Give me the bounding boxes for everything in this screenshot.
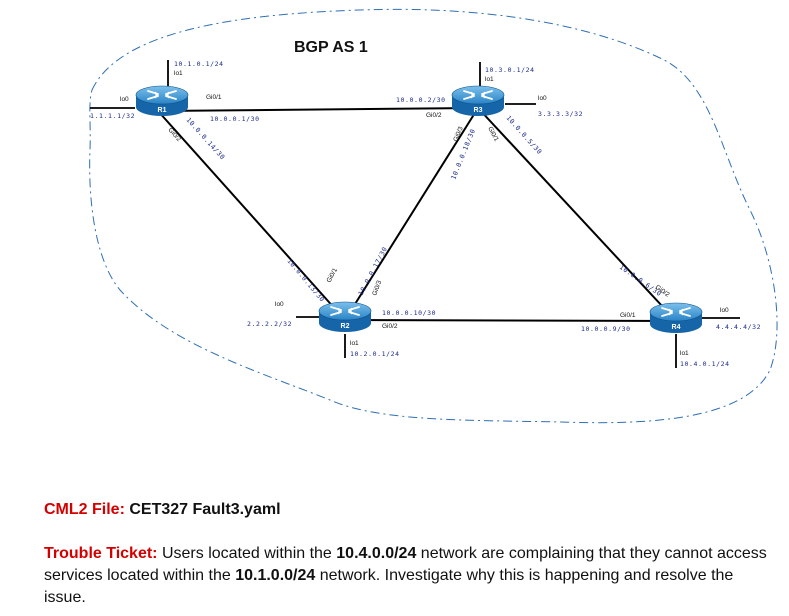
r1-gi01-ip: 10.0.0.1/30	[210, 115, 260, 123]
r3-lo0-label: lo0	[538, 95, 547, 102]
r2-gi02-label: Gi0/2	[382, 323, 398, 330]
r3-gi02-ip: 10.0.0.2/30	[396, 96, 446, 104]
r3-lo0-ip: 3.3.3.3/32	[538, 110, 583, 118]
link-r2-r4	[344, 319, 677, 322]
router-r4-name: R4	[672, 324, 681, 331]
ticket-network-2: 10.1.0.0/24	[235, 567, 316, 584]
r2-lo0-ip: 2.2.2.2/32	[247, 320, 292, 328]
link-r1-r3	[157, 107, 479, 112]
r2-lo1-ip: 10.2.0.1/24	[350, 350, 400, 358]
router-r4: R4	[649, 302, 703, 334]
ticket-network-1: 10.4.0.0/24	[336, 545, 417, 562]
r2-gi01-ip: 10.0.0.13/30	[285, 257, 326, 304]
r3-gi02-label: Gi0/2	[426, 112, 442, 119]
r1-lo1-ip: 10.1.0.1/24	[174, 60, 224, 68]
r1-lo1-label: lo1	[174, 70, 183, 77]
diagram-title: BGP AS 1	[294, 39, 368, 56]
router-r1-name: R1	[158, 107, 167, 114]
cml-file-label: CML2 File:	[44, 501, 125, 518]
r3-lo1-ip: 10.3.0.1/24	[485, 66, 535, 74]
cml-file-line: CML2 File: CET327 Fault3.yaml	[44, 499, 779, 521]
r3-gi03-label: Gi0/3	[452, 125, 464, 142]
router-r3-name: R3	[474, 107, 483, 114]
r2-gi02-ip: 10.0.0.10/30	[382, 309, 436, 317]
r4-gi01-label: Gi0/1	[620, 312, 636, 319]
link-r3-r4	[477, 107, 677, 322]
as-boundary	[89, 8, 778, 424]
r4-lo0-ip: 4.4.4.4/32	[716, 323, 761, 331]
r3-gi01-ip: 10.0.0.5/30	[505, 114, 544, 156]
r1-lo0-label: lo0	[120, 96, 129, 103]
r2-lo1-label: lo1	[350, 340, 359, 347]
ticket-label: Trouble Ticket:	[44, 545, 158, 562]
r2-lo0-label: lo0	[275, 301, 284, 308]
router-r1: R1	[135, 85, 189, 117]
r3-lo1-label: lo1	[485, 76, 494, 83]
cml-file-name: CET327 Fault3.yaml	[129, 501, 281, 518]
r1-gi02-label: Gi0/2	[167, 127, 183, 144]
router-r2-name: R2	[341, 323, 350, 330]
r4-lo1-ip: 10.4.0.1/24	[680, 360, 730, 368]
router-r2: R2	[318, 301, 372, 333]
r4-lo0-label: lo0	[720, 307, 729, 314]
r1-lo0-ip: 1.1.1.1/32	[90, 112, 135, 120]
ticket-text-1: Users located within the	[161, 545, 337, 562]
r4-lo1-label: lo1	[680, 350, 689, 357]
r2-gi01-label: Gi0/1	[326, 267, 340, 284]
trouble-ticket: Trouble Ticket: Users located within the…	[44, 543, 779, 609]
ticket-text-3: network. Investigate why this is happeni…	[44, 567, 734, 606]
r2-gi03-label: Gi0/3	[371, 279, 383, 296]
r1-gi01-label: Gi0/1	[206, 94, 222, 101]
link-r2-r3	[344, 107, 479, 321]
r4-gi01-ip: 10.0.0.9/30	[581, 325, 631, 333]
r4-gi02-ip: 10.0.0.6/30	[618, 263, 663, 298]
ticket-text-2: network are complaining that they cannot…	[44, 545, 767, 584]
network-diagram: R1 R3 R2 R4 BGP AS 1 10.1.0.1/24 lo1 lo0…	[89, 8, 778, 424]
link-r1-r2	[157, 110, 346, 321]
router-r3: R3	[451, 85, 505, 117]
